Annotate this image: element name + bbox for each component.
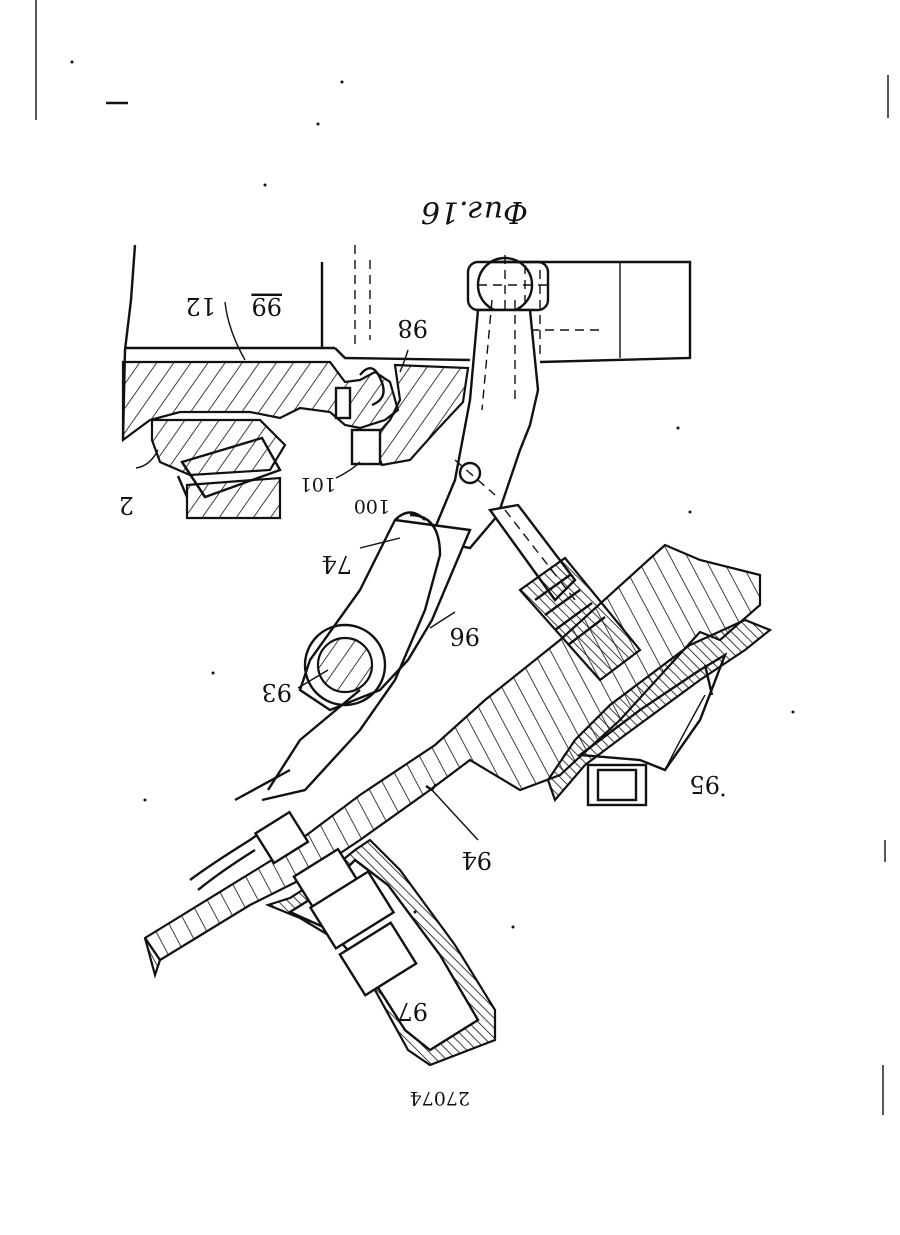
label-98: 98 xyxy=(397,314,428,342)
cup-housing-97 xyxy=(256,812,495,1065)
label-101: 101 xyxy=(300,473,336,495)
label-97: 97 xyxy=(397,997,428,1025)
label-2: 2 xyxy=(119,491,134,519)
document-number: 27074 xyxy=(410,1087,470,1109)
label-99: 99 xyxy=(251,292,282,320)
label-12: 12 xyxy=(185,292,216,320)
label-74: 74 xyxy=(321,550,352,578)
figure-caption: Фиг.16 xyxy=(421,194,528,229)
label-94: 94 xyxy=(461,846,492,874)
label-96: 96 xyxy=(449,622,480,650)
label-93: 93 xyxy=(261,678,292,706)
label-95: 95 xyxy=(689,770,720,798)
label-100: 100 xyxy=(354,495,390,517)
housing-block xyxy=(123,245,470,518)
main-beam-94 xyxy=(145,545,760,975)
